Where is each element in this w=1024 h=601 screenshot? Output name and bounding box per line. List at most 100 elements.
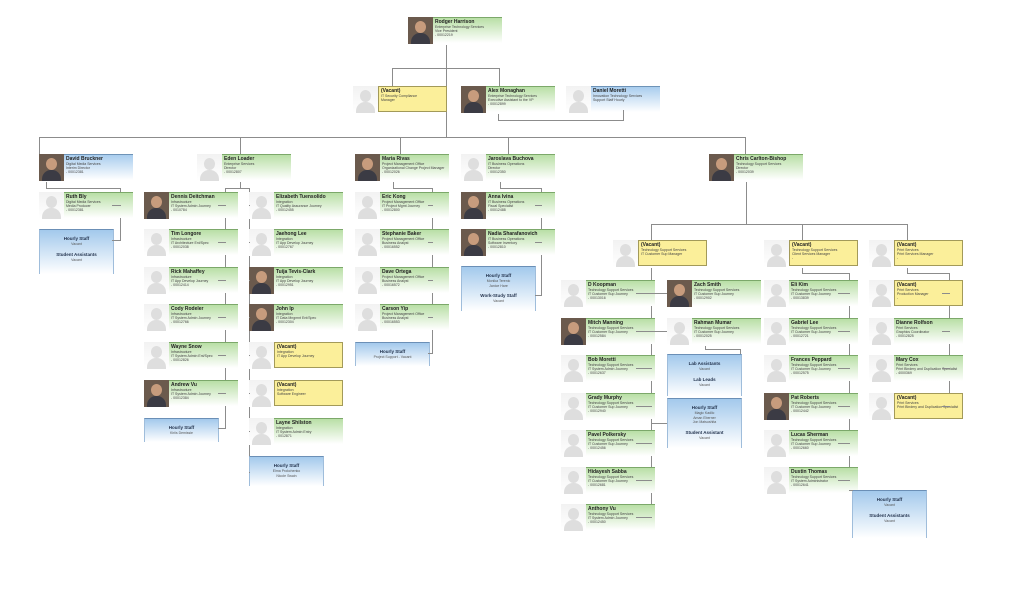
position-title: IT Customer Sup Journey [791,367,831,372]
position-id: - 0012871 [276,434,292,439]
connector-line [838,480,850,481]
avatar [709,154,734,181]
staff-group-member: Vacant [699,435,710,440]
person-silhouette-icon [568,284,579,296]
person-silhouette-icon [256,308,267,320]
avatar [561,430,586,457]
position-id: - 00012767 [276,245,294,250]
position-id: - 00012026 [382,170,400,175]
person-silhouette-icon [468,158,479,170]
person-name: D Koopman [588,282,617,288]
position-dept: Integration [276,200,293,204]
connector-line [838,443,850,444]
person-name: Alex Monaghan [488,88,525,94]
connector-line [249,317,250,318]
avatar [561,355,586,382]
position-dept: Infrastructure [171,237,192,241]
position-id: - 00012951 [276,283,294,288]
person-name: (Vacant) [277,382,297,388]
position-dept: Print Services [896,326,918,330]
position-title: IT System Admin Journey [588,516,628,521]
avatar [461,86,486,113]
avatar [249,229,274,256]
person-silhouette-icon [362,158,373,170]
avatar [561,280,586,307]
position-id: - 00012038 [171,245,189,250]
connector-line [218,280,226,281]
connector-line [535,295,542,296]
position-dept: Technology Support Services [736,162,782,166]
connector-line [500,188,542,189]
avatar [764,355,789,382]
connector-line [651,268,652,515]
position-title: IT Quality Assurance Journey [276,204,322,209]
position-dept: Technology Support Services [588,326,634,330]
person-name: Rick Mahaffey [171,269,205,275]
person-silhouette-icon [256,233,267,245]
position-id: - 00016553 [382,320,400,325]
connector-line [535,205,542,206]
connector-line [428,280,433,281]
position-dept: Technology Support Services [792,248,838,252]
position-title: Director [736,166,749,171]
position-title: Director [224,166,237,171]
position-id: - 00012219 [435,33,453,38]
position-title: Vice President [435,29,458,34]
person-name: Dave Ortega [382,269,412,275]
person-name: David Bruckner [66,156,103,162]
position-title: Business Analyst [382,279,409,284]
avatar [561,393,586,420]
person-name: Carson Yip [382,306,409,312]
connector-line [942,293,950,294]
position-dept: Enterprise Services [224,162,255,166]
position-dept: Integration [276,426,293,430]
connector-line [218,205,226,206]
person-name: Jaroslava Buchova [488,156,534,162]
person-silhouette-icon [876,244,887,256]
position-id: - 00012826 [171,358,189,363]
person-silhouette-icon [771,284,782,296]
connector-line [498,114,499,121]
position-title: Fiscal Specialist [488,204,514,209]
position-id: - 00012381 [66,208,84,213]
position-title: Business Analyst [382,316,409,321]
connector-line [112,240,121,241]
staff-group-member: Vacant [884,518,895,523]
position-id: - 00012450 [588,520,606,525]
person-silhouette-icon [256,422,267,434]
position-title: IT Project Mgmt Journey [382,204,421,209]
person-name: (Vacant) [897,395,917,401]
avatar [764,240,789,267]
position-id: - 00012575 [791,371,809,376]
person-silhouette-icon [256,346,267,358]
position-id: - 00012350 [488,170,506,175]
connector-line [249,472,250,473]
avatar [355,304,380,331]
position-title: IT Customer Sup Journey [588,330,628,335]
avatar [869,318,894,345]
connector-line [218,428,226,429]
connector-line [705,346,706,350]
position-title: IT System Admin Journey [171,204,211,209]
avatar [39,154,64,181]
staff-group-heading: Student Assistants [56,251,97,257]
avatar [667,280,692,307]
connector-line [636,517,652,518]
connector-line [849,490,853,491]
person-silhouette-icon [620,244,631,256]
